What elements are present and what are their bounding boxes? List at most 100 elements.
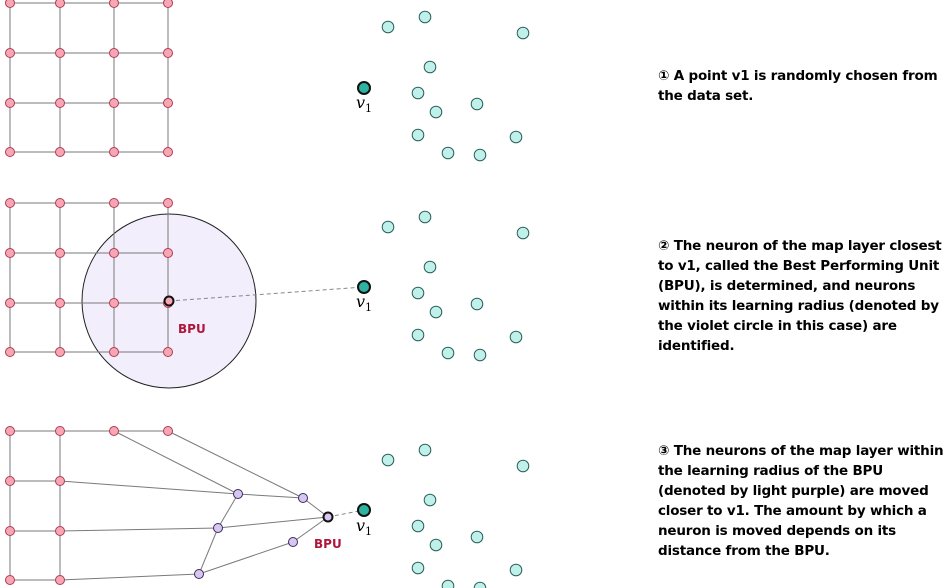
v1-subscript: 1: [365, 102, 372, 115]
map-neuron: [55, 476, 65, 486]
map-neuron: [109, 248, 119, 258]
map-neuron: [55, 575, 65, 585]
step-3-description: ③ The neurons of the map layer within th…: [658, 443, 944, 559]
v1-label: v1: [356, 292, 372, 314]
bpu-neuron: [322, 511, 334, 523]
data-point: [473, 348, 487, 362]
map-neuron: [109, 48, 119, 58]
data-point: [411, 519, 425, 533]
data-point: [441, 146, 455, 160]
map-neuron: [55, 98, 65, 108]
v1-subscript: 1: [365, 301, 372, 314]
data-point: [509, 563, 523, 577]
bpu-label: BPU: [178, 322, 206, 336]
map-edge: [198, 527, 219, 575]
data-point: [423, 493, 437, 507]
data-point: [418, 210, 432, 224]
v1-subscript: 1: [365, 525, 372, 538]
data-point: [473, 581, 487, 588]
bpu-neuron: [163, 295, 175, 307]
bpu-label: BPU: [314, 537, 342, 551]
map-neuron: [55, 48, 65, 58]
v1-label: v1: [356, 93, 372, 115]
map-neuron: [163, 248, 173, 258]
moved-neuron: [194, 569, 204, 579]
map-neuron: [5, 426, 15, 436]
data-point: [429, 538, 443, 552]
step-1-description: ① A point v1 is randomly chosen from the…: [658, 68, 938, 104]
map-neuron: [5, 0, 15, 8]
map-neuron: [55, 347, 65, 357]
map-edge: [217, 493, 239, 529]
bpu-to-v1-link: [168, 286, 365, 302]
data-point: [381, 20, 395, 34]
moved-neuron: [288, 537, 298, 547]
map-edge: [59, 480, 239, 495]
map-neuron: [55, 426, 65, 436]
map-edge: [59, 527, 219, 532]
map-edge: [292, 516, 329, 543]
map-neuron: [5, 575, 15, 585]
map-neuron: [5, 98, 15, 108]
map-neuron: [55, 0, 65, 8]
data-point: [509, 330, 523, 344]
data-point: [381, 220, 395, 234]
som-training-diagram: v1 BPU v1 BPU v1: [5, 0, 530, 588]
map-neuron: [55, 198, 65, 208]
map-neuron: [109, 98, 119, 108]
data-point: [516, 459, 530, 473]
moved-neuron: [233, 489, 243, 499]
panel-step-1: v1: [5, 0, 530, 162]
data-point: [423, 260, 437, 274]
data-point: [473, 148, 487, 162]
map-neuron: [5, 248, 15, 258]
data-point: [470, 297, 484, 311]
data-point: [381, 453, 395, 467]
map-neuron: [5, 48, 15, 58]
map-neuron: [55, 526, 65, 536]
moved-neuron: [213, 523, 223, 533]
panel-step-2: BPU v1: [5, 198, 530, 389]
map-neuron: [5, 147, 15, 157]
data-point: [516, 226, 530, 240]
map-neuron: [55, 248, 65, 258]
data-point: [516, 26, 530, 40]
data-point: [441, 579, 455, 588]
map-neuron: [5, 476, 15, 486]
map-neuron: [163, 198, 173, 208]
map-edge: [217, 516, 329, 529]
selected-point-v1: [357, 503, 371, 517]
data-point: [429, 305, 443, 319]
map-neuron: [109, 347, 119, 357]
map-neuron: [109, 147, 119, 157]
data-point: [441, 346, 455, 360]
data-point: [411, 561, 425, 575]
map-edge: [113, 430, 239, 495]
map-edge: [198, 541, 294, 575]
map-neuron: [55, 147, 65, 157]
selected-point-v1: [357, 81, 371, 95]
map-neuron: [163, 426, 173, 436]
data-point: [509, 130, 523, 144]
v1-label: v1: [356, 516, 372, 538]
map-neuron: [5, 347, 15, 357]
data-point: [411, 328, 425, 342]
step-2-description: ② The neuron of the map layer closest to…: [658, 238, 942, 354]
data-point: [429, 105, 443, 119]
map-neuron: [163, 0, 173, 8]
map-edge: [237, 493, 304, 499]
data-point: [423, 60, 437, 74]
map-neuron: [109, 426, 119, 436]
map-neuron: [163, 347, 173, 357]
selected-point-v1: [357, 280, 371, 294]
map-neuron: [109, 198, 119, 208]
map-neuron: [5, 298, 15, 308]
data-point: [470, 97, 484, 111]
map-edge: [167, 430, 304, 499]
moved-neuron: [298, 493, 308, 503]
map-neuron: [109, 298, 119, 308]
map-neuron: [163, 98, 173, 108]
data-point: [411, 286, 425, 300]
map-neuron: [109, 0, 119, 8]
map-neuron: [163, 48, 173, 58]
